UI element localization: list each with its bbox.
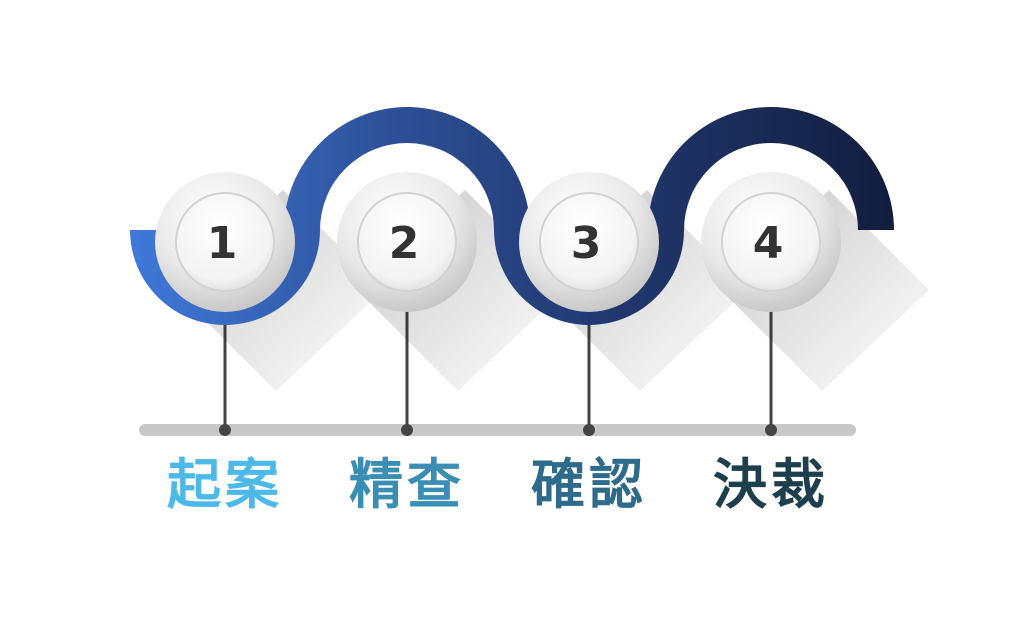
step-number-1: 1 [207,218,238,269]
step-label-3: 確認 [531,453,647,516]
connector-dot-2 [401,424,413,436]
step-label-1: 起案 [167,453,283,516]
step-disc-2: 2 [337,172,477,312]
step-number-4: 4 [753,218,784,269]
step-disc-4: 4 [701,172,841,312]
step-number-3: 3 [571,218,602,269]
wave-ribbon [130,107,894,325]
step-number-2: 2 [389,218,420,269]
step-label-4: 決裁 [713,453,829,516]
step-disc-3: 3 [519,172,659,312]
step-label-2: 精查 [349,453,465,516]
connector-dot-1 [219,424,231,436]
step-disc-1: 1 [155,172,295,312]
connector-dot-4 [765,424,777,436]
connector-dot-3 [583,424,595,436]
shadow-4 [722,190,929,391]
